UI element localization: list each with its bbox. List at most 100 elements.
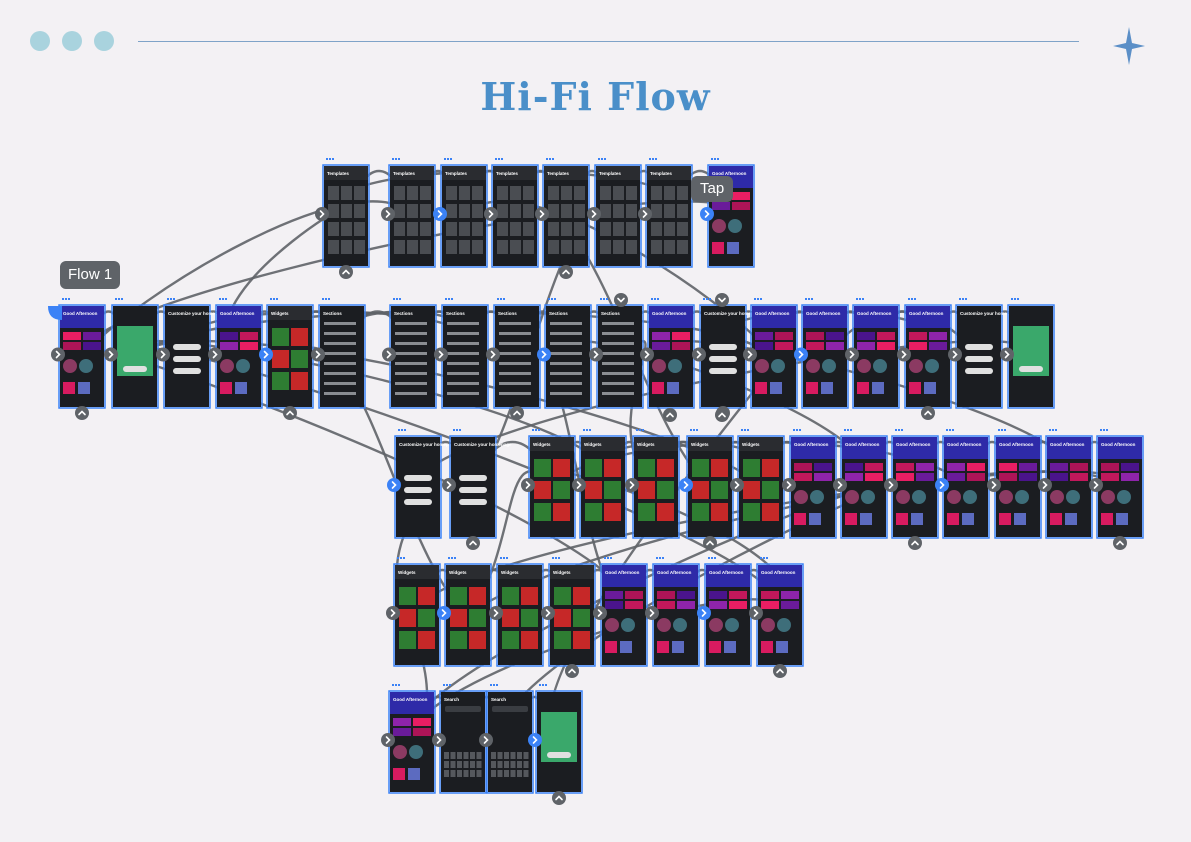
screen-frame[interactable]: Good Afternoon — [853, 298, 899, 408]
screen-frame[interactable]: Good Afternoon — [708, 158, 754, 267]
screen-frame[interactable]: Templates — [543, 158, 589, 267]
screen-frame[interactable]: Widgets — [497, 557, 543, 666]
chevron-right-icon[interactable] — [948, 348, 962, 362]
chevron-right-icon[interactable] — [437, 606, 451, 620]
chevron-down-icon[interactable] — [715, 293, 729, 307]
screen-frame[interactable]: Widgets — [394, 557, 440, 666]
chevron-right-icon[interactable] — [486, 348, 500, 362]
chevron-right-icon[interactable] — [387, 478, 401, 492]
screen-frame[interactable]: Templates — [389, 158, 435, 267]
chevron-right-icon[interactable] — [489, 606, 503, 620]
screen-frame[interactable]: Good Afternoon — [389, 684, 435, 793]
screen-frame[interactable]: Search — [440, 684, 486, 793]
chevron-right-icon[interactable] — [479, 733, 493, 747]
screen-frame[interactable]: Sections — [442, 298, 488, 408]
chevron-right-icon[interactable] — [541, 606, 555, 620]
chevron-right-icon[interactable] — [1089, 478, 1103, 492]
chevron-right-icon[interactable] — [442, 478, 456, 492]
screen-frame[interactable]: Sections — [545, 298, 591, 408]
chevron-up-icon[interactable] — [1113, 536, 1127, 550]
chevron-right-icon[interactable] — [572, 478, 586, 492]
chevron-right-icon[interactable] — [700, 207, 714, 221]
chevron-right-icon[interactable] — [645, 606, 659, 620]
screen-frame[interactable]: Customize your homepage — [450, 429, 512, 538]
chevron-right-icon[interactable] — [935, 478, 949, 492]
chevron-right-icon[interactable] — [589, 348, 603, 362]
screen-frame[interactable]: Good Afternoon — [1046, 429, 1092, 538]
screen-frame[interactable]: Good Afternoon — [995, 429, 1041, 538]
chevron-up-icon[interactable] — [552, 791, 566, 805]
chevron-right-icon[interactable] — [1038, 478, 1052, 492]
chevron-right-icon[interactable] — [535, 207, 549, 221]
screen-frame[interactable]: Good Afternoon — [802, 298, 848, 408]
chevron-up-icon[interactable] — [715, 408, 729, 422]
chevron-right-icon[interactable] — [528, 733, 542, 747]
chevron-right-icon[interactable] — [432, 733, 446, 747]
chevron-up-icon[interactable] — [559, 265, 573, 279]
screen-frame[interactable]: Widgets — [549, 557, 595, 666]
chevron-right-icon[interactable] — [433, 207, 447, 221]
screen-frame[interactable] — [112, 298, 158, 408]
screen-frame[interactable]: Templates — [441, 158, 487, 267]
chevron-right-icon[interactable] — [730, 478, 744, 492]
chevron-right-icon[interactable] — [434, 348, 448, 362]
screen-frame[interactable]: Sections — [319, 298, 365, 408]
chevron-right-icon[interactable] — [593, 606, 607, 620]
screen-frame[interactable]: Good Afternoon — [905, 298, 951, 408]
screen-frame[interactable]: Templates — [595, 158, 641, 267]
screen-frame[interactable] — [1008, 298, 1054, 408]
chevron-right-icon[interactable] — [692, 348, 706, 362]
screen-frame[interactable]: Good Afternoon — [648, 298, 694, 408]
screen-frame[interactable]: Widgets — [738, 429, 784, 538]
chevron-up-icon[interactable] — [75, 406, 89, 420]
flow-start-marker[interactable] — [48, 306, 62, 320]
chevron-right-icon[interactable] — [697, 606, 711, 620]
chevron-right-icon[interactable] — [794, 348, 808, 362]
chevron-up-icon[interactable] — [283, 406, 297, 420]
screen-frame[interactable]: Widgets — [529, 429, 575, 538]
screen-frame[interactable]: Sections — [390, 298, 436, 408]
chevron-up-icon[interactable] — [339, 265, 353, 279]
screen-frame[interactable]: Good Afternoon — [601, 557, 647, 666]
screen-frame[interactable]: Templates — [492, 158, 538, 267]
chevron-right-icon[interactable] — [587, 207, 601, 221]
chevron-right-icon[interactable] — [845, 348, 859, 362]
chevron-right-icon[interactable] — [679, 478, 693, 492]
screen-frame[interactable]: Good Afternoon — [943, 429, 989, 538]
chevron-right-icon[interactable] — [386, 606, 400, 620]
chevron-down-icon[interactable] — [614, 293, 628, 307]
chevron-up-icon[interactable] — [703, 536, 717, 550]
screen-frame[interactable]: Sections — [494, 298, 540, 408]
chevron-up-icon[interactable] — [908, 536, 922, 550]
chevron-right-icon[interactable] — [749, 606, 763, 620]
screen-frame[interactable]: Widgets — [687, 429, 733, 538]
chevron-right-icon[interactable] — [638, 207, 652, 221]
chevron-right-icon[interactable] — [833, 478, 847, 492]
chevron-up-icon[interactable] — [773, 664, 787, 678]
screen-frame[interactable]: Good Afternoon — [653, 557, 699, 666]
chevron-up-icon[interactable] — [510, 406, 524, 420]
chevron-right-icon[interactable] — [381, 733, 395, 747]
chevron-right-icon[interactable] — [259, 348, 273, 362]
screen-frame[interactable]: Good Afternoon — [751, 298, 797, 408]
chevron-right-icon[interactable] — [311, 348, 325, 362]
screen-frame[interactable]: Search — [487, 684, 533, 793]
chevron-right-icon[interactable] — [381, 207, 395, 221]
screen-frame[interactable]: Good Afternoon — [216, 298, 262, 408]
chevron-right-icon[interactable] — [104, 348, 118, 362]
chevron-right-icon[interactable] — [884, 478, 898, 492]
chevron-right-icon[interactable] — [640, 348, 654, 362]
chevron-right-icon[interactable] — [987, 478, 1001, 492]
screen-frame[interactable]: Good Afternoon — [59, 298, 105, 408]
chevron-right-icon[interactable] — [782, 478, 796, 492]
screen-frame[interactable]: Good Afternoon — [757, 557, 803, 666]
screen-frame[interactable]: Good Afternoon — [841, 429, 887, 538]
chevron-up-icon[interactable] — [663, 408, 677, 422]
chevron-right-icon[interactable] — [625, 478, 639, 492]
screen-frame[interactable]: Widgets — [445, 557, 491, 666]
screen-frame[interactable]: Good Afternoon — [705, 557, 751, 666]
screen-frame[interactable] — [536, 684, 582, 793]
chevron-right-icon[interactable] — [537, 348, 551, 362]
chevron-right-icon[interactable] — [315, 207, 329, 221]
chevron-right-icon[interactable] — [156, 348, 170, 362]
